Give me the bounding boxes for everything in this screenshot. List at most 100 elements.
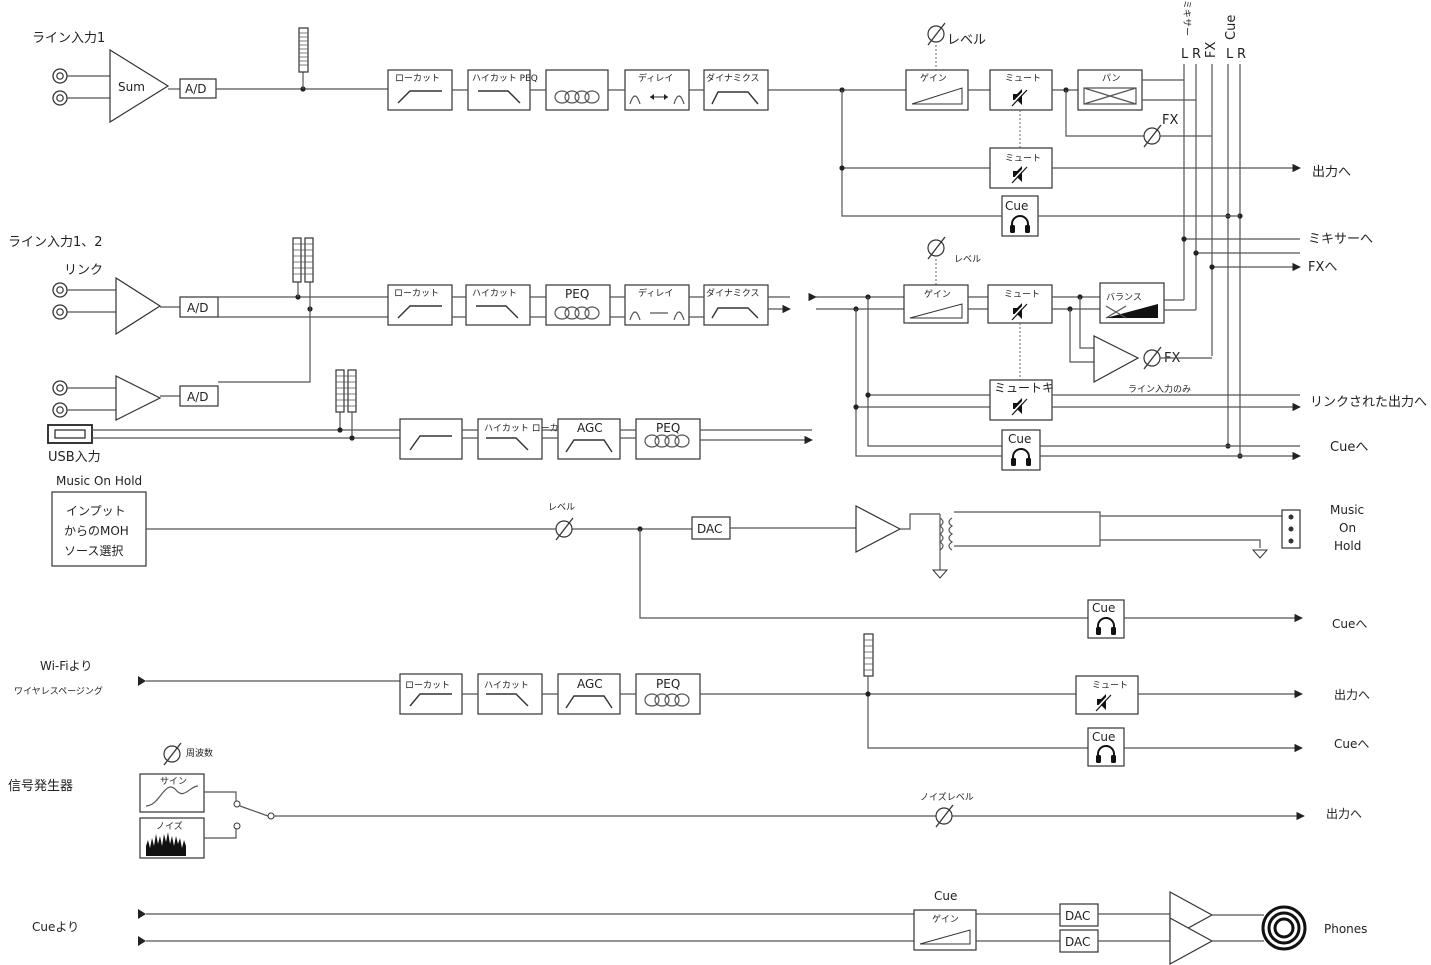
delay-label: ディレイ: [638, 287, 673, 299]
fx-knob-icon[interactable]: [1143, 124, 1162, 148]
hicut-block: [465, 284, 531, 326]
noise-level-label: ノイズレベル: [920, 791, 974, 803]
bus-l-label: L: [1181, 47, 1189, 62]
peq-block: [545, 69, 609, 111]
ad-converter: [179, 385, 219, 407]
bus-r-label: R: [1192, 47, 1201, 62]
dynamics-label: ダイナミクス: [706, 72, 760, 84]
signal-generator-label: 信号発生器: [8, 779, 73, 794]
ad-label: A/D: [187, 390, 209, 404]
dac-label: DAC: [1065, 909, 1090, 923]
level-knob-icon[interactable]: [927, 22, 946, 46]
frequency-knob-icon[interactable]: [163, 742, 182, 766]
bus-mixer-label: ミキサー: [1181, 0, 1192, 36]
frequency-label: 周波数: [186, 747, 213, 759]
mute-label: ミュート: [1004, 290, 1040, 300]
input-amplifier-2: [115, 375, 162, 421]
level-meter-icon: [304, 237, 314, 283]
dac-label: DAC: [697, 522, 722, 536]
lowcut-label: ローカット: [394, 288, 439, 299]
usb-input-chain: A/D USB入力 ハイカット ローカット AGC PEQ: [47, 369, 812, 465]
output-label-3: 出力へ: [1326, 807, 1362, 821]
lowcut-label: ローカット: [405, 680, 450, 691]
bus-cue-label: Cue: [1224, 15, 1239, 40]
level-knob-icon[interactable]: [555, 517, 574, 541]
moh-output-label: Music: [1330, 503, 1364, 517]
sum-amplifier: [109, 48, 170, 124]
dynamics-block: [703, 284, 769, 326]
moh-select-line: ソース選択: [64, 544, 123, 558]
jack-icon: [52, 304, 68, 320]
peq-label: PEQ: [656, 677, 680, 691]
to-cue-label-1: Cueへ: [1330, 440, 1368, 455]
noise-level-knob-icon[interactable]: [935, 804, 954, 828]
jack-icon: [52, 90, 68, 106]
peq-curve-icon: [554, 90, 600, 104]
moh-source-select[interactable]: [51, 491, 147, 567]
agc-block: [557, 418, 621, 460]
cue-chain: Cueより Cue ゲイン DAC DAC Phones: [32, 889, 1367, 965]
cue-from-label: Cueより: [32, 920, 79, 934]
delay-block: [624, 284, 690, 326]
jack-icon: [52, 380, 68, 396]
output-label-1: 出力へ: [1312, 165, 1351, 180]
peq-label: PEQ: [565, 287, 589, 301]
mixer-bus: ミキサー L R FX Cue L R 出力へ ミキサーへ FXへ: [1038, 0, 1373, 459]
lowcut-block: [387, 284, 453, 326]
mute-label: ミュート: [1005, 74, 1041, 84]
peq-label: PEQ: [656, 421, 680, 435]
hicut-peq-block: [467, 69, 531, 111]
fx-amplifier: [1093, 335, 1140, 384]
music-on-hold-chain: Music On Hold インプット からのMOH ソース選択 レベル DAC…: [51, 474, 1367, 639]
output-label-2: 出力へ: [1334, 688, 1370, 702]
hicut-lowcut-label: ハイカット ローカット: [484, 423, 577, 434]
moh-select-line: インプット: [66, 504, 126, 518]
gain-label: ゲイン: [924, 288, 951, 300]
headphone-amplifier: [1169, 916, 1214, 965]
moh-level-label: レベル: [548, 503, 575, 513]
cue-label: Cue: [1092, 601, 1115, 615]
lowcut-label: ローカット: [395, 73, 440, 84]
cue-label: Cue: [1005, 199, 1028, 213]
level-knob-icon[interactable]: [927, 236, 946, 260]
noise-label: ノイズ: [156, 820, 183, 832]
dynamics-label: ダイナミクス: [706, 287, 760, 299]
to-cue-label-3: Cueへ: [1334, 737, 1369, 751]
pan-label: パン: [1102, 73, 1120, 84]
bus-cue-l-label: L: [1226, 47, 1234, 62]
to-mixer-label: ミキサーへ: [1308, 232, 1373, 247]
line-only-label: ライン入力のみ: [1128, 383, 1191, 395]
level-label: レベル: [947, 33, 986, 48]
moh-select-line: からのMOH: [64, 524, 129, 538]
level-label-small: レベル: [954, 255, 981, 265]
fx-knob-icon[interactable]: [1143, 346, 1162, 370]
hicut-lowcut-block: [477, 418, 543, 460]
moh-output-label: Hold: [1334, 539, 1361, 553]
cue-label: Cue: [1092, 730, 1115, 744]
moh-amplifier: [855, 505, 902, 553]
lowcut-block: [399, 418, 463, 460]
agc-label: AGC: [577, 421, 603, 435]
hicut-label: ハイカット: [484, 680, 529, 691]
moh-title: Music On Hold: [56, 474, 142, 488]
link-label: リンク: [64, 263, 103, 278]
dac-label: DAC: [1065, 935, 1090, 949]
line-input-1-label: ライン入力1: [32, 31, 105, 46]
jack-icon: [52, 402, 68, 418]
phones-jack-icon: [1261, 905, 1307, 951]
usb-label: USB入力: [48, 450, 101, 465]
cue-gain-title: Cue: [934, 889, 957, 903]
mute-block: [1075, 675, 1139, 715]
signal-generator-chain: 信号発生器 周波数 サイン ノイズ ノイズレベル 出力へ: [8, 742, 1362, 859]
line-input-1-chain: ライン入力1 Sum A/D ローカット ハイカット PEQ ディレイ ダイナミ…: [32, 22, 1212, 237]
dac-block: [1059, 903, 1099, 927]
agc-label: AGC: [577, 677, 603, 691]
ad-converter: [179, 296, 219, 318]
gain-label: ゲイン: [932, 913, 959, 925]
line-input-12-label: ライン入力1、2: [8, 235, 103, 250]
ad-label: A/D: [187, 301, 209, 315]
cue-label: Cue: [1008, 432, 1031, 446]
linked-output-label: リンクされた出力へ: [1310, 395, 1427, 410]
mute-label: ミュート: [1092, 681, 1128, 691]
hicut-label: ハイカット: [472, 288, 517, 299]
